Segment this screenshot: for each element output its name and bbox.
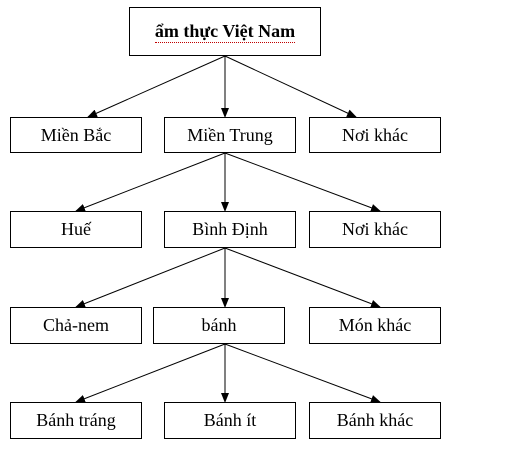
node-noi-khac-level2: Nơi khác — [309, 211, 441, 248]
node-banh-it: Bánh ít — [164, 402, 296, 439]
edge-binhdinh-monkhac — [224, 247, 381, 308]
node-cha-nem: Chả-nem — [10, 307, 142, 344]
node-root: ẩm thực Việt Nam — [129, 7, 321, 56]
node-mon-khac: Món khác — [309, 307, 441, 344]
node-hue: Huế — [10, 211, 142, 248]
node-mien-trung: Miền Trung — [164, 117, 296, 153]
edge-mientrung-noikhac — [224, 152, 381, 212]
edge-mientrung-hue — [75, 152, 226, 212]
node-root-label: ẩm thực Việt Nam — [154, 20, 296, 43]
node-banh: bánh — [153, 307, 285, 344]
edge-banh-banhkhac — [224, 343, 381, 403]
edge-root-noikhac — [224, 55, 357, 118]
node-binh-dinh: Bình Định — [164, 211, 296, 248]
node-noi-khac-level1: Nơi khác — [309, 117, 441, 153]
node-mien-bac: Miền Bắc — [10, 117, 142, 153]
node-banh-khac: Bánh khác — [309, 402, 441, 439]
node-banh-trang: Bánh tráng — [10, 402, 142, 439]
edge-banh-banhtrang — [75, 343, 226, 403]
edge-root-mienbac — [87, 55, 226, 118]
edge-binhdinh-chanem — [75, 247, 226, 308]
